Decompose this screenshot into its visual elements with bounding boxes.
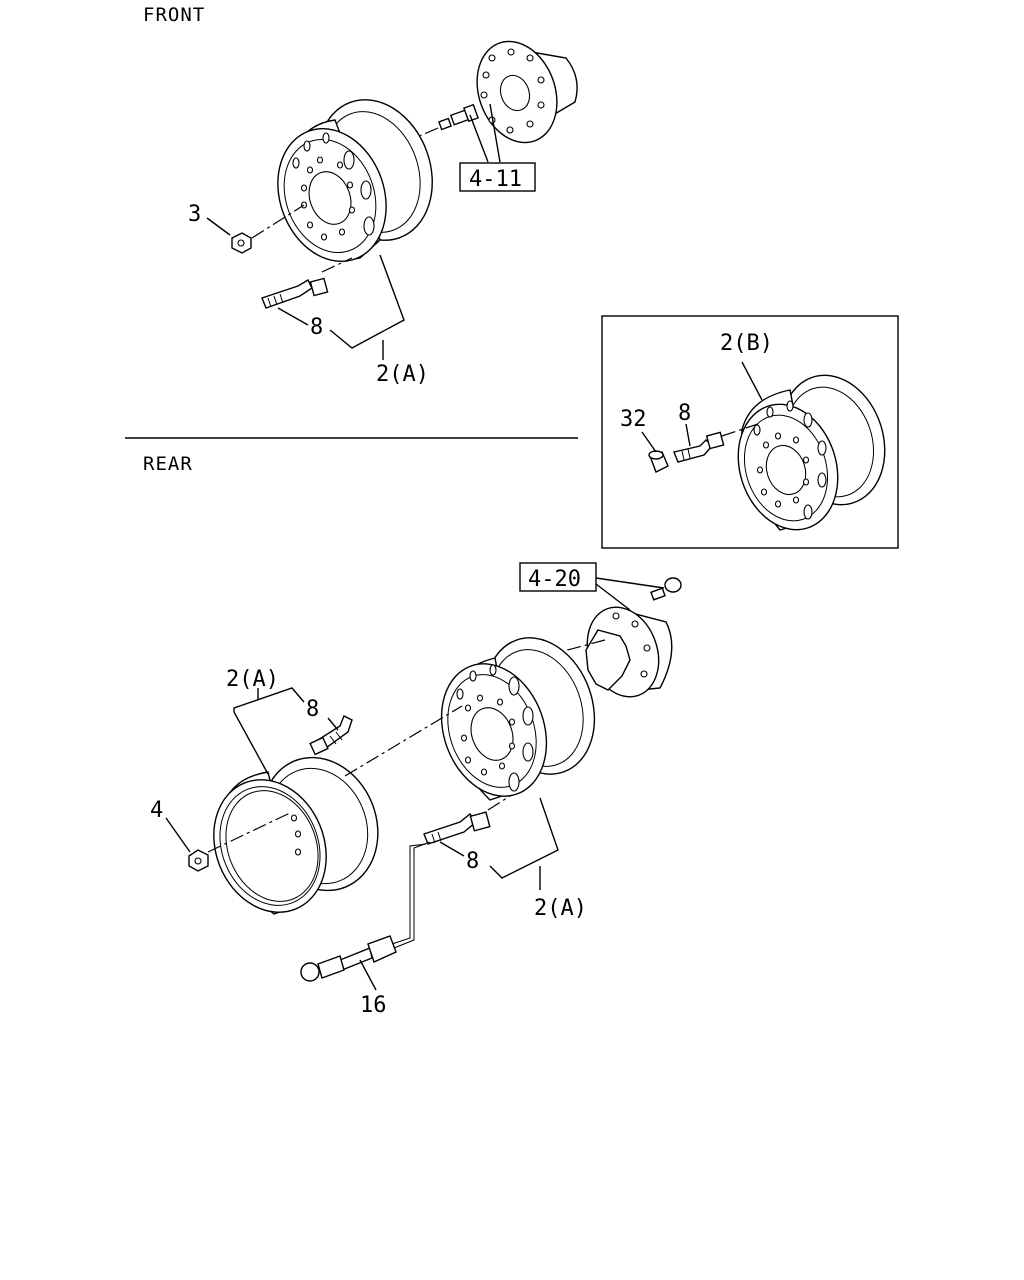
rear-extension-hose: [300, 935, 397, 982]
label-inset-wheel: 2(B): [720, 331, 773, 356]
front-hub-reference-box: [459, 162, 536, 192]
inset-nut: [648, 450, 669, 473]
rear-outer-wheel: [213, 756, 379, 915]
label-rear-extension: 16: [360, 993, 387, 1018]
rear-hub-reference-box: [519, 562, 597, 592]
label-front-hub-ref: 4-11: [469, 167, 522, 192]
label-rear-inner-wheel: 2(A): [534, 896, 587, 921]
label-front-nut: 3: [188, 202, 201, 227]
rear-inner-wheel: [440, 637, 596, 801]
front-hub: [476, 40, 578, 144]
front-hub-bolt: [438, 103, 479, 131]
label-rear-hub-ref: 4-20: [528, 567, 581, 592]
rear-inner-valve: [423, 811, 491, 845]
front-wheel: [277, 99, 433, 263]
label-rear-outer-valve: 8: [306, 697, 319, 722]
label-inset-nut: 32: [620, 407, 647, 432]
label-front-valve: 8: [310, 315, 323, 340]
rear-hub-bolt: [650, 577, 682, 601]
rear-section-title: REAR: [143, 453, 193, 475]
rear-wheel-nut: [188, 849, 209, 872]
inset-wheel: [737, 374, 886, 531]
label-rear-inner-valve: 8: [466, 849, 479, 874]
front-wheel-nut: [231, 232, 252, 254]
label-rear-outer-wheel: 2(A): [226, 667, 279, 692]
inset-frame: [601, 315, 899, 549]
rear-outer-valve: [309, 715, 353, 756]
label-front-wheel: 2(A): [376, 362, 429, 387]
label-inset-valve: 8: [678, 401, 691, 426]
inset-valve: [673, 431, 725, 463]
front-valve: [261, 277, 329, 309]
rear-hub: [585, 606, 673, 698]
label-rear-nut: 4: [150, 798, 163, 823]
front-section-title: FRONT: [143, 4, 205, 26]
